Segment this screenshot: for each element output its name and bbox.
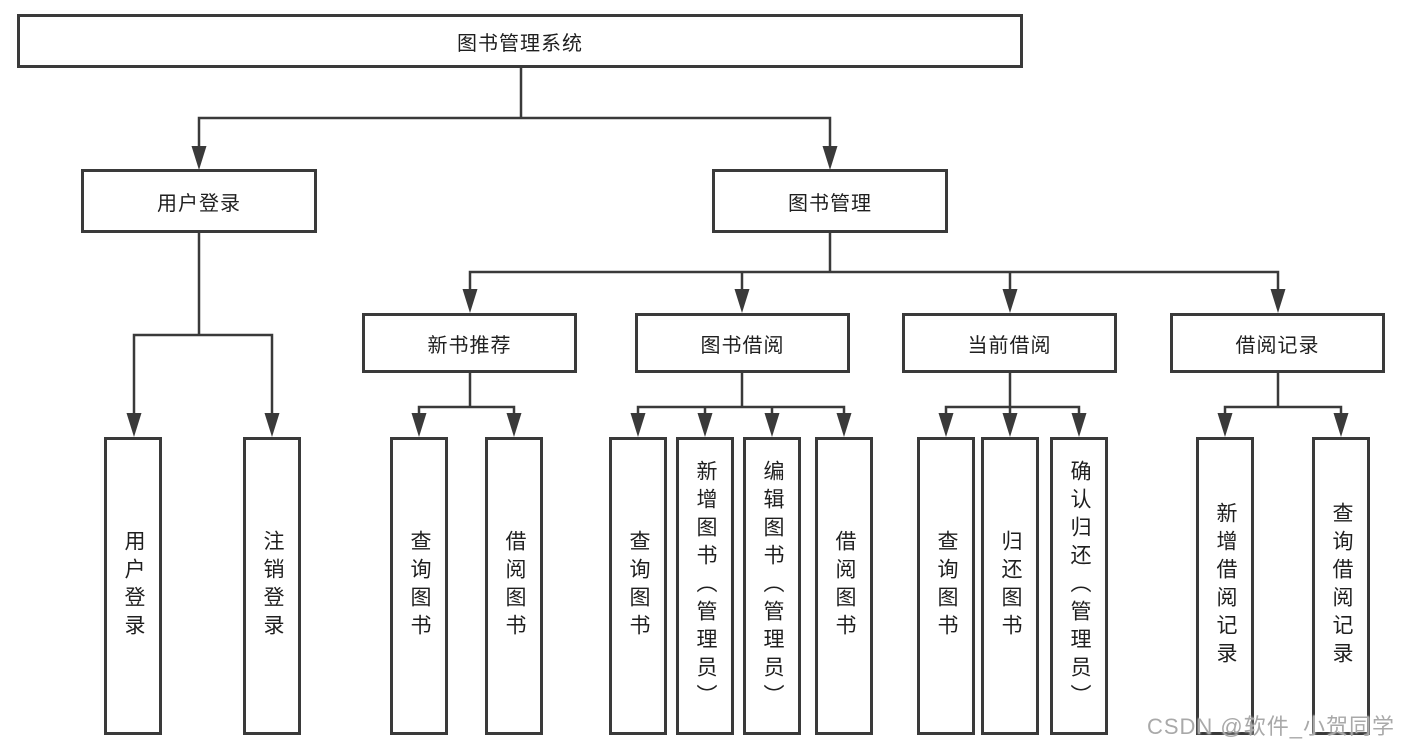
leaf-edit-book-admin: 编辑图书（管理员） [743, 437, 801, 735]
leaf-add-book-admin: 新增图书（管理员） [676, 437, 734, 735]
leaf-edit-book-admin-label: 编辑图书（管理员） [761, 460, 784, 712]
csdn-watermark: CSDN @软件_小贺同学 [1146, 714, 1395, 739]
leaf-add-book-admin-label: 新增图书（管理员） [694, 460, 717, 712]
leaf-borrow-books-recommend: 借阅图书 [485, 437, 543, 735]
node-new-book-recommendation: 新书推荐 [362, 313, 577, 373]
leaf-user-login-label: 用户登录 [122, 530, 145, 642]
node-book-management: 图书管理 [712, 169, 948, 233]
leaf-query-books-current-label: 查询图书 [935, 530, 958, 642]
leaf-query-books-recommend: 查询图书 [390, 437, 448, 735]
leaf-query-borrow-record-label: 查询借阅记录 [1330, 502, 1353, 670]
leaf-query-borrow-record: 查询借阅记录 [1312, 437, 1370, 735]
node-current-borrow: 当前借阅 [902, 313, 1117, 373]
node-borrow-records: 借阅记录 [1170, 313, 1385, 373]
leaf-return-books: 归还图书 [981, 437, 1039, 735]
leaf-borrow-books-label: 借阅图书 [833, 530, 856, 642]
leaf-logout: 注销登录 [243, 437, 301, 735]
leaf-confirm-return-admin: 确认归还（管理员） [1050, 437, 1108, 735]
leaf-add-borrow-record: 新增借阅记录 [1196, 437, 1254, 735]
leaf-borrow-books: 借阅图书 [815, 437, 873, 735]
node-user-login: 用户登录 [81, 169, 317, 233]
node-root: 图书管理系统 [17, 14, 1023, 68]
leaf-logout-label: 注销登录 [261, 530, 284, 642]
leaf-return-books-label: 归还图书 [999, 530, 1022, 642]
leaf-query-books-recommend-label: 查询图书 [408, 530, 431, 642]
leaf-borrow-books-recommend-label: 借阅图书 [503, 530, 526, 642]
node-book-borrow: 图书借阅 [635, 313, 850, 373]
leaf-query-books-current: 查询图书 [917, 437, 975, 735]
leaf-user-login: 用户登录 [104, 437, 162, 735]
leaf-query-books-borrow: 查询图书 [609, 437, 667, 735]
leaf-confirm-return-admin-label: 确认归还（管理员） [1068, 460, 1091, 712]
leaf-query-books-borrow-label: 查询图书 [627, 530, 650, 642]
leaf-add-borrow-record-label: 新增借阅记录 [1214, 502, 1237, 670]
